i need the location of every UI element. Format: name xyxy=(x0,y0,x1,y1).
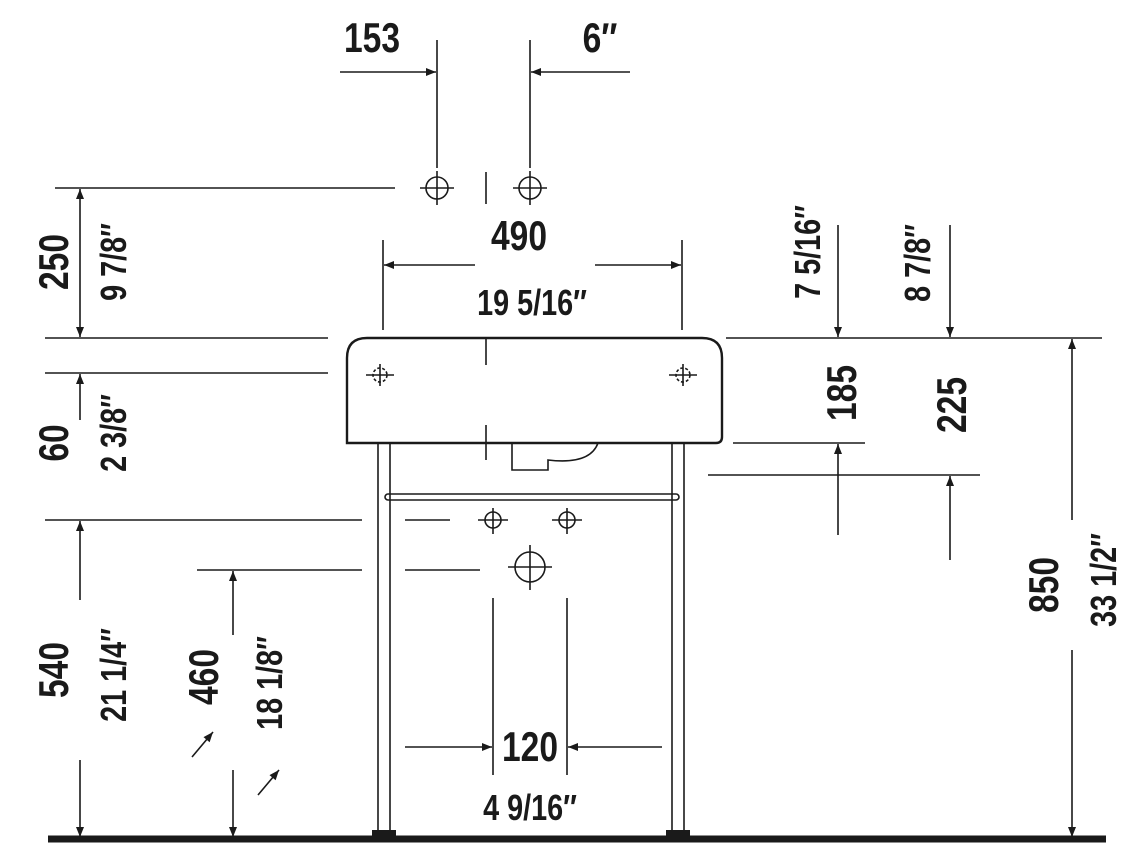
label-basin-height-in: 8 7/8″ xyxy=(897,224,938,302)
tap-hole-right xyxy=(513,171,547,205)
label-basin-height-mm: 225 xyxy=(930,377,976,433)
label-basin-hole-in: 2 3/8″ xyxy=(93,394,134,472)
label-total-height-mm: 850 xyxy=(1022,557,1068,613)
basin-hole-left xyxy=(366,364,394,386)
drain-connection xyxy=(508,545,552,590)
label-supply-spacing-in: 4 9/16″ xyxy=(483,787,577,828)
label-basin-hole-mm: 60 xyxy=(32,424,78,461)
label-supply-spacing-mm: 120 xyxy=(502,725,558,771)
basin xyxy=(345,336,724,471)
label-tap-offset-mm: 153 xyxy=(344,16,400,62)
extension-lines xyxy=(45,40,1102,775)
supply-connections xyxy=(478,508,582,534)
label-tap-offset-in: 6″ xyxy=(583,16,618,62)
basin-hole-right xyxy=(669,364,697,386)
label-supply-height-in: 21 1/4″ xyxy=(93,628,134,722)
console-frame xyxy=(372,442,690,836)
label-width-mm: 490 xyxy=(491,214,547,260)
label-drain-height-mm: 460 xyxy=(182,649,228,705)
label-width-in: 19 5/16″ xyxy=(477,282,587,323)
label-bowl-depth-mm: 185 xyxy=(820,365,866,421)
label-total-height-in: 33 1/2″ xyxy=(1083,533,1124,627)
label-drain-height-in: 18 1/8″ xyxy=(249,636,290,730)
label-tap-height-in: 9 7/8″ xyxy=(93,223,134,301)
dimension-labels: 153 6″ 490 19 5/16″ 250 9 7/8″ 60 2 3/8″… xyxy=(32,16,1124,828)
dimension-lines xyxy=(76,68,1076,837)
label-supply-height-mm: 540 xyxy=(32,642,78,698)
tap-hole-left xyxy=(420,171,454,205)
label-bowl-depth-in: 7 5/16″ xyxy=(787,205,828,299)
label-tap-height-mm: 250 xyxy=(32,234,78,290)
